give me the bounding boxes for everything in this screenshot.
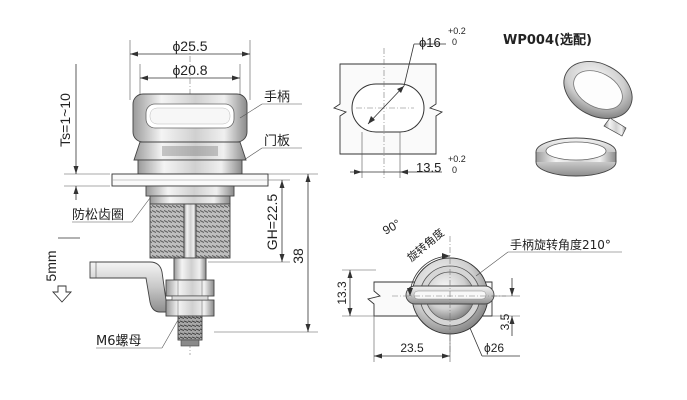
callout-washer: 防松齿圈: [72, 197, 151, 223]
handle-label: 手柄: [264, 90, 290, 105]
accessory-wp004: WP004(选配): [503, 32, 633, 177]
dust-cover-lid: [563, 61, 633, 137]
dust-cover-ring: [535, 137, 617, 177]
top-width-label: 23.5: [400, 341, 424, 355]
angle-label: 90°: [380, 216, 403, 237]
dim-height: 38: [214, 173, 318, 333]
height-label: 38: [290, 248, 306, 264]
shaft: [173, 257, 207, 281]
top-view: 90° 旋转角度 手柄旋转角度210° 13.3 23.5 ϕ26 3.5: [335, 216, 622, 362]
collar: [133, 141, 247, 175]
m6-nut: [165, 279, 215, 347]
front-view: ϕ25.5 ϕ20.8: [43, 38, 318, 355]
cutout-view: ϕ16 +0.2 0 13.5 +0.2 0: [332, 26, 466, 180]
door-panel: [111, 173, 269, 187]
rotation-angle-label: 旋转角度: [404, 225, 447, 264]
dim-outer-diameter: ϕ25.5: [129, 38, 251, 100]
top-diameter-label: ϕ26: [484, 341, 504, 355]
gh-label: GH=22.5: [264, 194, 280, 251]
callout-nut: M6螺母: [96, 319, 179, 349]
handle-rotation-label: 手柄旋转角度210°: [510, 237, 611, 252]
cutout-dia-tol-up: +0.2: [448, 26, 466, 36]
handle: [132, 93, 248, 143]
cutout-flat-label: 13.5: [416, 160, 441, 175]
push-travel: 5mm: [43, 237, 80, 303]
washer-label: 防松齿圈: [72, 207, 124, 223]
cutout-flat-tol-low: 0: [452, 165, 457, 175]
top-offset-label: 3.5: [498, 313, 512, 330]
outer-diameter-label: ϕ25.5: [172, 38, 207, 54]
dim-gh: GH=22.5: [208, 179, 290, 263]
callout-handle: 手柄: [239, 90, 302, 119]
nut-label: M6螺母: [96, 334, 142, 349]
ts-label: Ts=1~10: [57, 93, 73, 147]
cutout-diameter-label: ϕ16: [419, 35, 441, 50]
threaded-body: [149, 203, 231, 259]
callout-panel: 门板: [243, 134, 302, 161]
inner-diameter-label: ϕ20.8: [172, 62, 207, 78]
dim-inner-diameter: ϕ20.8: [139, 62, 241, 100]
accessory-title: WP004(选配): [503, 32, 592, 48]
cutout-flat-tol-up: +0.2: [448, 154, 466, 164]
lock-washer: [145, 185, 235, 205]
cutout-dia-tol-low: 0: [452, 37, 457, 47]
panel-label: 门板: [264, 134, 290, 149]
dim-ts: Ts=1~10: [57, 64, 110, 200]
top-height-label: 13.3: [335, 281, 349, 305]
cam-arm: [89, 261, 177, 313]
push-label: 5mm: [43, 250, 59, 281]
